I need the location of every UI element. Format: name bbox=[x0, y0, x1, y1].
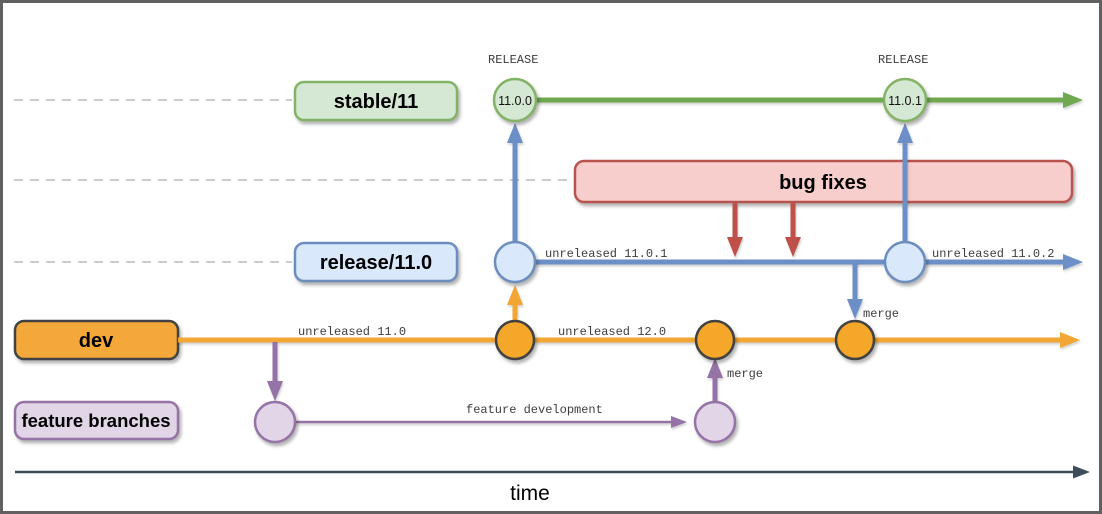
stable-branch-label: stable/11 bbox=[334, 91, 419, 113]
feature-development-label: feature development bbox=[466, 403, 603, 417]
release-commit-circle-2 bbox=[883, 240, 927, 284]
commit-label-11-0-0: 11.0.0 bbox=[498, 94, 532, 108]
merge-label-release-to-dev: merge bbox=[863, 307, 899, 321]
stable-branch-box bbox=[293, 80, 459, 122]
release-tag-left: RELEASE bbox=[488, 53, 538, 67]
release-branch-box bbox=[293, 241, 459, 283]
commit-label-11-0-1: 11.0.1 bbox=[888, 94, 922, 108]
segment-label-unreleased-11-0-2: unreleased 11.0.2 bbox=[932, 247, 1054, 261]
release-tag-right: RELEASE bbox=[878, 53, 928, 67]
merge-label-feature-to-dev: merge bbox=[727, 367, 763, 381]
commit-circle-11-0-0 bbox=[492, 77, 538, 123]
dev-commit-circle-1 bbox=[494, 319, 536, 361]
dev-commit-circle-2 bbox=[694, 319, 736, 361]
feature-commit-circle-1 bbox=[253, 400, 297, 444]
commit-circle-11-0-1 bbox=[882, 77, 928, 123]
release-commit-circle-1 bbox=[493, 240, 537, 284]
dev-branch-label: dev bbox=[79, 330, 114, 352]
feature-branch-label: feature branches bbox=[21, 410, 170, 431]
release-branch-label: release/11.0 bbox=[320, 252, 432, 274]
time-axis-label: time bbox=[510, 482, 550, 505]
feature-branch-box bbox=[13, 400, 180, 441]
bug-fixes-label: bug fixes bbox=[779, 172, 867, 194]
feature-commit-circle-2 bbox=[693, 400, 737, 444]
git-branching-diagram: bug fixes stable/11 release/11.0 dev fea… bbox=[13, 53, 1090, 505]
bug-fixes-box bbox=[573, 159, 1074, 204]
segment-label-unreleased-11-0-1: unreleased 11.0.1 bbox=[545, 247, 667, 261]
dev-commit-circle-3 bbox=[834, 319, 876, 361]
segment-label-unreleased-11-0: unreleased 11.0 bbox=[298, 325, 406, 339]
segment-label-unreleased-12-0: unreleased 12.0 bbox=[558, 325, 666, 339]
